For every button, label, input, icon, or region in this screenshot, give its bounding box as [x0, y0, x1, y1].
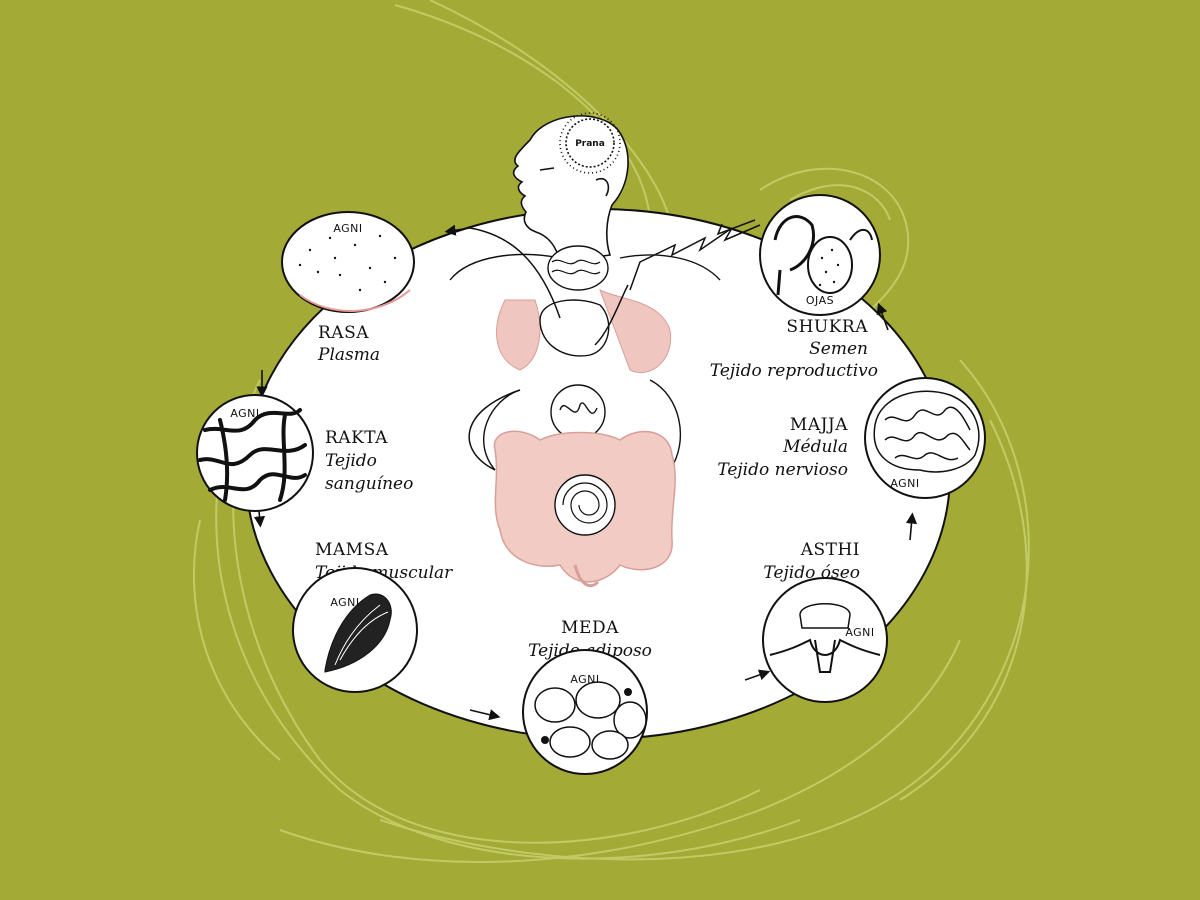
label-rasa: RASA Plasma — [317, 323, 380, 365]
svg-text:ASTHI: ASTHI — [800, 540, 860, 560]
feed-lines — [468, 227, 629, 471]
label-rakta: RAKTA Tejido sanguíneo — [325, 428, 413, 494]
svg-text:Semen: Semen — [809, 339, 868, 359]
svg-text:MAJJA: MAJJA — [790, 415, 848, 435]
body-organs — [449, 245, 721, 588]
circle-asthi: AGNI — [762, 577, 888, 703]
svg-text:RASA: RASA — [318, 323, 369, 343]
svg-text:SHUKRA: SHUKRA — [786, 317, 868, 337]
svg-text:AGNI: AGNI — [230, 407, 259, 420]
svg-text:OJAS: OJAS — [806, 294, 834, 307]
svg-text:RAKTA: RAKTA — [325, 428, 388, 448]
head-figure — [512, 112, 629, 263]
circle-mamsa: AGNI — [292, 567, 418, 693]
label-majja: MAJJA Médula Tejido nervioso — [717, 415, 848, 480]
circle-meda: AGNI — [522, 649, 648, 775]
circle-rakta: AGNI — [196, 394, 314, 512]
svg-text:AGNI: AGNI — [330, 596, 359, 609]
svg-text:sanguíneo: sanguíneo — [325, 474, 413, 494]
svg-text:AGNI: AGNI — [890, 477, 919, 490]
svg-text:AGNI: AGNI — [570, 673, 599, 686]
circle-majja: AGNI — [864, 377, 986, 499]
circle-shukra: OJAS — [759, 194, 881, 316]
svg-text:Plasma: Plasma — [317, 345, 380, 365]
svg-text:Tejido nervioso: Tejido nervioso — [717, 460, 848, 480]
lightning-icon — [629, 219, 761, 291]
label-shukra: SHUKRA Semen Tejido reproductivo — [710, 317, 878, 381]
svg-text:Tejido reproductivo: Tejido reproductivo — [710, 361, 878, 381]
circle-rasa: AGNI — [281, 211, 415, 313]
svg-text:MAMSA: MAMSA — [315, 540, 389, 560]
prana-label: Prana — [575, 139, 605, 149]
svg-text:AGNI: AGNI — [333, 222, 362, 235]
svg-text:Médula: Médula — [782, 437, 848, 457]
svg-text:MEDA: MEDA — [561, 618, 619, 638]
svg-text:Tejido: Tejido — [325, 451, 377, 471]
svg-text:AGNI: AGNI — [845, 626, 874, 639]
